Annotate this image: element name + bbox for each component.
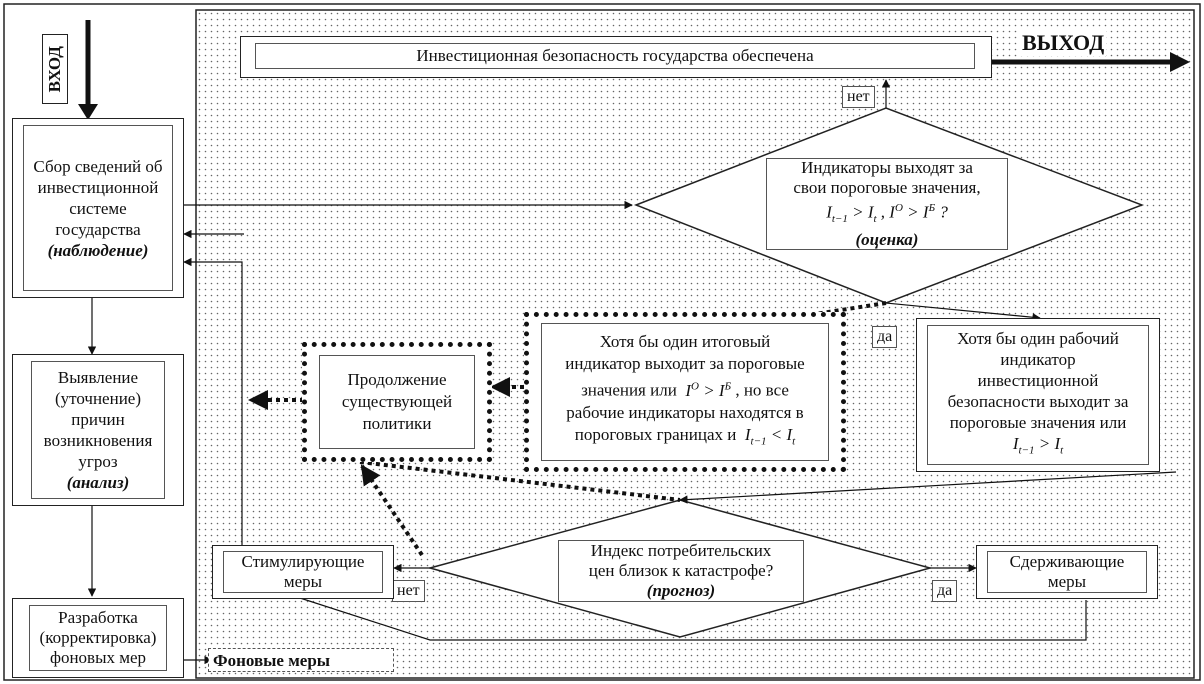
security-ensured-text: Инвестиционная безопасность государства … bbox=[416, 46, 814, 65]
label-no-bottom: нет bbox=[392, 580, 425, 602]
outer-frame bbox=[3, 3, 1201, 681]
restraining-measures-box: Сдерживающие меры bbox=[976, 545, 1158, 599]
stage-evaluation: (оценка) bbox=[855, 229, 919, 249]
identify-box: Выявление (уточнение) причин возникновен… bbox=[12, 354, 184, 506]
output-label: ВЫХОД bbox=[1020, 30, 1107, 56]
continue-policy-box: Продолжение существующей политики bbox=[302, 342, 492, 462]
security-ensured-box: Инвестиционная безопасность государства … bbox=[240, 36, 992, 78]
stage-analysis: (анализ) bbox=[66, 473, 130, 492]
label-yes-mid: да bbox=[872, 326, 898, 348]
final-indicator-box: Хотя бы один итоговый индикатор выходит … bbox=[524, 312, 846, 472]
input-label: ВХОД bbox=[42, 34, 68, 104]
stage-forecast: (прогноз) bbox=[646, 581, 716, 600]
label-yes-bottom: да bbox=[932, 580, 958, 602]
working-formula: It−1 > It bbox=[1012, 434, 1064, 457]
develop-box: Разработка (корректировка) фоновых мер bbox=[12, 598, 184, 678]
stimulating-measures-box: Стимулирующие меры bbox=[212, 545, 394, 599]
evaluation-formula: It−1 > It , IO > IБ ? bbox=[826, 202, 948, 226]
collect-box: Сбор сведений об инвестиционной системе … bbox=[12, 118, 184, 298]
stage-observation: (наблюдение) bbox=[47, 240, 149, 260]
label-no-top: нет bbox=[842, 86, 875, 108]
background-measures-label: Фоновые меры bbox=[208, 648, 394, 672]
evaluation-text: Индикаторы выходят за свои пороговые зна… bbox=[766, 158, 1008, 250]
working-indicator-box: Хотя бы один рабочий индикатор инвестици… bbox=[916, 318, 1160, 472]
forecast-text: Индекс потребительских цен близок к ката… bbox=[558, 540, 804, 602]
